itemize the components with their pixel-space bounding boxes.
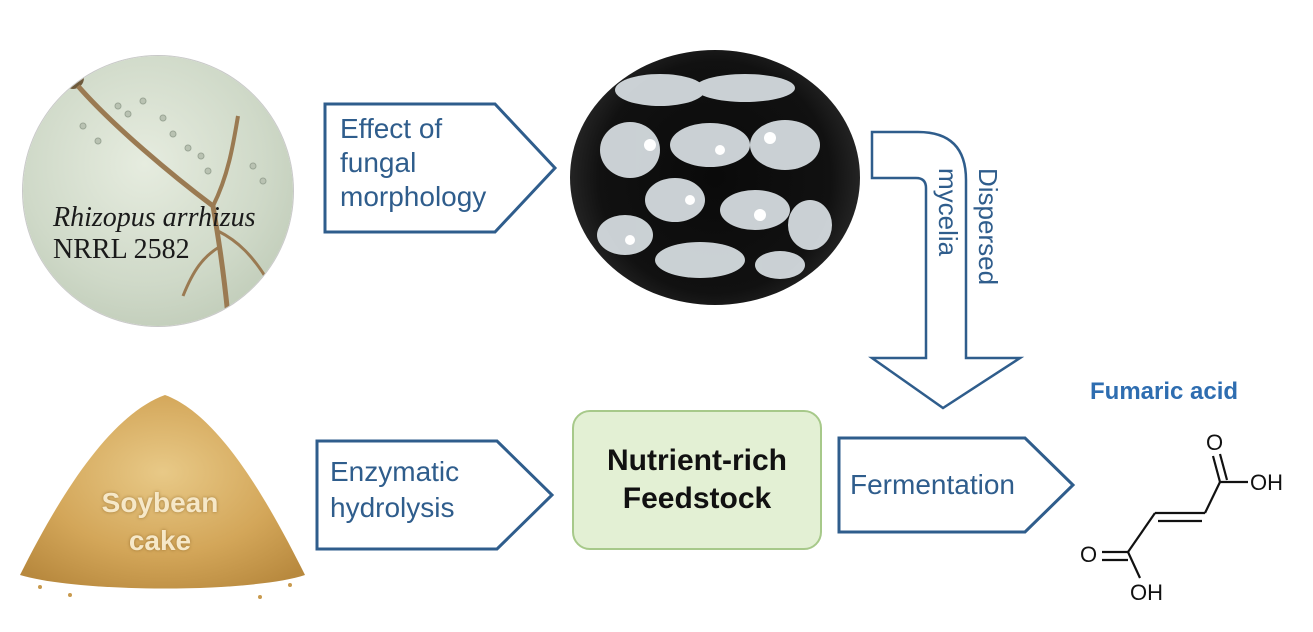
fermentation-arrow xyxy=(837,436,1076,534)
morphology-label-line2: fungal xyxy=(340,147,417,178)
fermentation-label: Fermentation xyxy=(850,469,1015,500)
fumaric-acid-structure xyxy=(1102,453,1248,579)
hydrolysis-label-line2: hydrolysis xyxy=(330,492,455,523)
petri-dish-image xyxy=(570,50,860,305)
feedstock-label-line1: Nutrient-rich xyxy=(607,444,787,477)
product-title: Fumaric acid xyxy=(1090,378,1239,405)
organism-name: Rhizopus arrhizus xyxy=(53,202,256,233)
hyphae-illustration xyxy=(62,67,270,317)
morphology-label-line1: Effect of xyxy=(340,113,443,144)
feedstock-box: Nutrient-rich Feedstock xyxy=(572,410,822,550)
morphology-label-line3: morphology xyxy=(340,181,487,212)
soybean-cake-image: Soybean cake xyxy=(0,375,320,605)
morphology-arrow xyxy=(323,102,558,234)
atom-o-bottom: O xyxy=(1080,542,1098,567)
dispersed-mycelia-label: Dispersed mycelia xyxy=(933,168,1003,286)
rhizopus-micrograph: Rhizopus arrhizus NRRL 2582 xyxy=(23,56,293,326)
hydrolysis-label-line1: Enzymatic xyxy=(330,456,460,487)
feedstock-label-line2: Feedstock xyxy=(622,482,772,515)
hydrolysis-arrow xyxy=(315,439,555,551)
soybean-pile-illustration xyxy=(20,395,305,599)
dispersed-mycelia-arrow xyxy=(868,130,1025,410)
substrate-label-line1: Soybean xyxy=(101,487,219,518)
mycelia-clusters xyxy=(597,74,832,279)
atom-oh-bottom: OH xyxy=(1130,580,1163,605)
atom-oh-top: OH xyxy=(1250,470,1283,495)
organism-strain: NRRL 2582 xyxy=(53,234,190,265)
substrate-label-line2: cake xyxy=(128,525,192,556)
atom-o-top: O xyxy=(1206,430,1224,455)
